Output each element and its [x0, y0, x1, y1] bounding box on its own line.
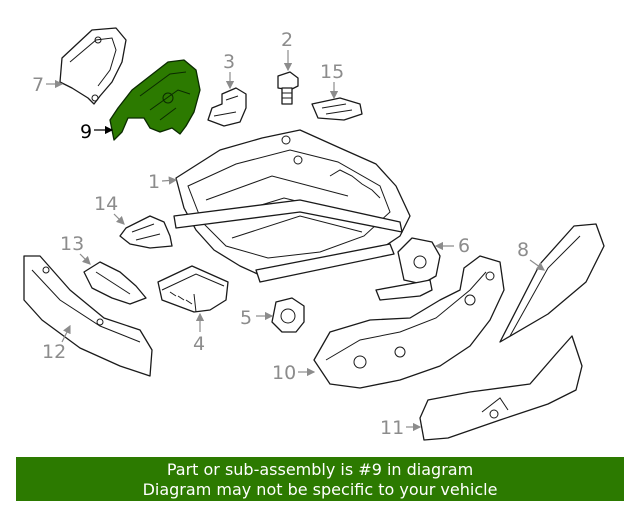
svg-text:9: 9: [80, 121, 92, 143]
callout-10: 10: [272, 362, 316, 384]
notice-line-2: Diagram may not be specific to your vehi…: [142, 480, 498, 499]
part-11-side-shield: [419, 335, 583, 441]
svg-text:2: 2: [281, 29, 293, 51]
part-12-side-panel: [23, 255, 153, 377]
callout-12: 12: [42, 324, 71, 363]
svg-text:14: 14: [94, 193, 118, 215]
svg-text:3: 3: [223, 51, 235, 73]
svg-text:1: 1: [148, 171, 160, 193]
part-14-rail-cover: [119, 215, 173, 249]
part-6-lever: [375, 237, 441, 301]
svg-text:4: 4: [193, 333, 205, 355]
svg-text:12: 12: [42, 341, 66, 363]
svg-text:10: 10: [272, 362, 296, 384]
callout-7: 7: [32, 74, 64, 96]
svg-text:6: 6: [458, 235, 470, 257]
part-2-bolt: [277, 71, 299, 105]
callout-13: 13: [60, 233, 91, 265]
svg-text:7: 7: [32, 74, 44, 96]
callout-14: 14: [94, 193, 125, 225]
part-8-back-panel: [499, 223, 605, 343]
notice-line-1: Part or sub-assembly is #9 in diagram: [166, 460, 474, 479]
svg-text:11: 11: [380, 417, 404, 439]
callout-9: 9: [80, 121, 114, 143]
svg-text:13: 13: [60, 233, 84, 255]
part-13-trim: [83, 261, 147, 305]
part-9-highlighted-cover: [109, 59, 201, 141]
part-15-clip: [311, 97, 363, 121]
svg-text:15: 15: [320, 61, 344, 83]
callout-3: 3: [223, 51, 235, 90]
part-3-bracket: [207, 87, 247, 127]
seat-parts-diagram: 7 9 3 2 15 1 14 13: [23, 27, 605, 441]
callout-8: 8: [517, 239, 545, 271]
svg-text:8: 8: [517, 239, 529, 261]
part-5-motor: [271, 297, 305, 333]
svg-text:5: 5: [240, 307, 252, 329]
callout-5: 5: [240, 307, 274, 329]
part-7-side-cover: [59, 27, 127, 105]
callout-4: 4: [193, 312, 205, 355]
part-1-seat-frame: [173, 129, 411, 283]
callout-15: 15: [320, 61, 344, 100]
callout-6: 6: [434, 235, 470, 257]
notice-banner: Part or sub-assembly is #9 in diagram Di…: [16, 457, 624, 501]
callout-2: 2: [281, 29, 293, 72]
part-4-control-module: [157, 265, 229, 313]
part-10-lower-frame: [313, 255, 505, 389]
callout-11: 11: [380, 417, 422, 439]
callout-1: 1: [148, 171, 178, 193]
